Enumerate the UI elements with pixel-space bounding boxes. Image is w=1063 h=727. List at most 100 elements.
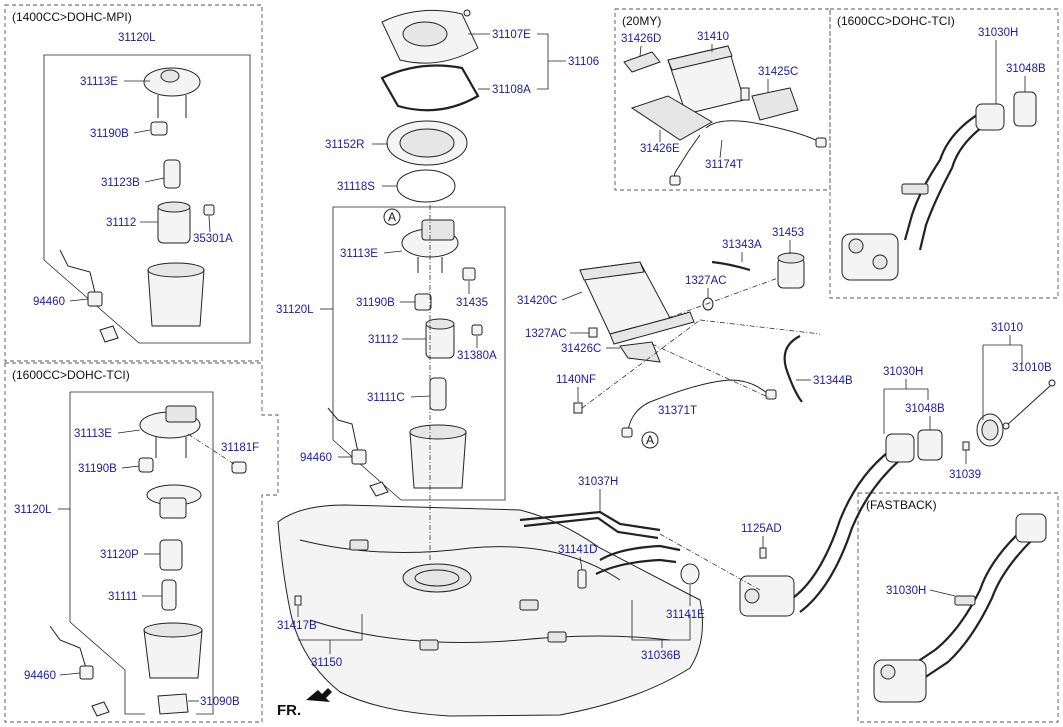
my20-vapor-hose <box>669 120 827 186</box>
tci-right-filler-neck <box>841 91 1037 281</box>
mpi-fuel-pump <box>163 159 181 189</box>
mpi-part-35301A: 35301A <box>193 233 233 245</box>
tci-left-fuel-pump <box>161 579 177 611</box>
my20-section-box <box>614 8 831 191</box>
part-31010: 31010 <box>991 322 1023 334</box>
part-31417B: 31417B <box>277 620 317 632</box>
callout-a-bottom-label: A <box>646 433 654 447</box>
center-check-valve <box>462 267 476 281</box>
my20-bracket-upper <box>623 51 661 73</box>
center-fuel-sensor <box>471 324 483 336</box>
part-31036B: 31036B <box>641 650 681 662</box>
tci-right-part-31048B: 31048B <box>1006 63 1046 75</box>
tci-right-part-31030H: 31030H <box>978 27 1018 39</box>
part-31107E: 31107E <box>492 29 531 41</box>
cap-screw <box>962 441 970 451</box>
part-31420C: 31420C <box>517 295 557 307</box>
my20-part-31425C: 31425C <box>758 66 798 78</box>
tci-left-jet-pump <box>159 539 183 571</box>
mpi-part-94460: 94460 <box>33 296 65 308</box>
mpi-pressure-regulator <box>150 121 168 136</box>
mpi-reservoir-cup <box>147 262 205 327</box>
center-fuel-filter <box>425 318 455 359</box>
tci-part-31181F: 31181F <box>221 442 259 454</box>
callout-a-bottom: A <box>641 431 659 449</box>
part-31106: 31106 <box>568 56 599 68</box>
my20-section-label: (20MY) <box>622 14 661 28</box>
my20-part-31426D: 31426D <box>621 33 661 45</box>
tci-right-section-label: (1600CC>DOHC-TCI) <box>837 14 955 28</box>
packing-ring <box>396 169 456 203</box>
tci-left-pump-flange <box>139 405 201 458</box>
mpi-fuel-filter <box>157 201 191 244</box>
part-31150: 31150 <box>311 657 342 669</box>
tci-part-94460: 94460 <box>24 670 56 682</box>
part-1140NF: 1140NF <box>556 374 596 386</box>
tci-left-section-box <box>4 362 279 723</box>
mpi-fuel-sensor <box>203 204 215 216</box>
tci-part-31113E: 31113E <box>74 428 112 440</box>
connection-lines <box>429 205 821 560</box>
my20-part-31410: 31410 <box>697 31 729 43</box>
my20-part-31426E: 31426E <box>640 143 680 155</box>
mpi-part-31123B: 31123B <box>101 177 140 189</box>
mpi-bracket <box>43 54 251 344</box>
tci-left-bracket <box>69 391 214 715</box>
tci-part-31111: 31111 <box>108 591 137 603</box>
front-arrow-icon <box>306 688 332 702</box>
tci-left-filter-plate <box>146 484 202 519</box>
part-31141D: 31141D <box>558 544 597 556</box>
tci-left-pressure-regulator <box>138 457 154 473</box>
callout-a-top-label: A <box>388 210 396 224</box>
part-31118S: 31118S <box>337 181 375 193</box>
part-31371T: 31371T <box>658 405 697 417</box>
tci-part-31090B: 31090B <box>200 696 240 708</box>
my20-part-31174T: 31174T <box>705 159 743 171</box>
center-sender-gauge <box>327 407 389 497</box>
part-1125AD: 1125AD <box>741 523 782 535</box>
part-31453: 31453 <box>772 227 804 239</box>
part-31037H: 31037H <box>578 476 618 488</box>
mpi-section-label: (1400CC>DOHC-MPI) <box>12 10 132 24</box>
center-part-31112: 31112 <box>368 334 398 346</box>
lower-hose <box>595 544 700 585</box>
mpi-part-31120L: 31120L <box>118 32 156 44</box>
bracket-bolt <box>573 402 583 414</box>
filler-bolt <box>759 547 767 559</box>
my20-canister <box>667 45 750 115</box>
center-fuel-pump <box>429 377 447 411</box>
part-31141E: 31141E <box>666 609 705 621</box>
vent-hose-lower <box>783 335 803 403</box>
mpi-part-31112: 31112 <box>106 217 136 229</box>
center-pressure-regulator <box>414 293 432 311</box>
center-reservoir-cup <box>409 424 467 489</box>
filler-hose <box>519 510 761 591</box>
cap-tether <box>1002 379 1056 430</box>
tci-left-section-label: (1600CC>DOHC-TCI) <box>12 368 130 382</box>
part-31426C: 31426C <box>561 343 601 355</box>
part-1327AC-b: 1327AC <box>525 328 567 340</box>
mpi-pump-flange <box>143 67 201 118</box>
mpi-part-31113E: 31113E <box>80 76 118 88</box>
canister-nut <box>588 327 598 338</box>
tank-cover-plate <box>381 9 479 64</box>
lock-ring <box>386 120 468 166</box>
canister-grommet <box>702 297 714 311</box>
tci-left-sender-gauge <box>49 625 110 717</box>
center-part-31380A: 31380A <box>457 350 497 362</box>
center-part-31113E: 31113E <box>340 248 378 260</box>
air-filter <box>777 252 805 289</box>
part-31048B: 31048B <box>905 403 945 415</box>
hose-clamp <box>577 569 587 589</box>
cover-gasket <box>380 64 480 112</box>
mpi-section-box <box>4 4 263 362</box>
center-part-94460: 94460 <box>300 452 332 464</box>
vapor-tube <box>621 379 777 438</box>
part-31344B: 31344B <box>813 375 853 387</box>
tci-left-filter-bottom <box>157 693 189 715</box>
part-31108A: 31108A <box>492 84 531 96</box>
fuel-cap <box>976 413 1004 447</box>
center-part-31111C: 31111C <box>367 392 405 404</box>
tci-part-31190B: 31190B <box>78 463 117 475</box>
